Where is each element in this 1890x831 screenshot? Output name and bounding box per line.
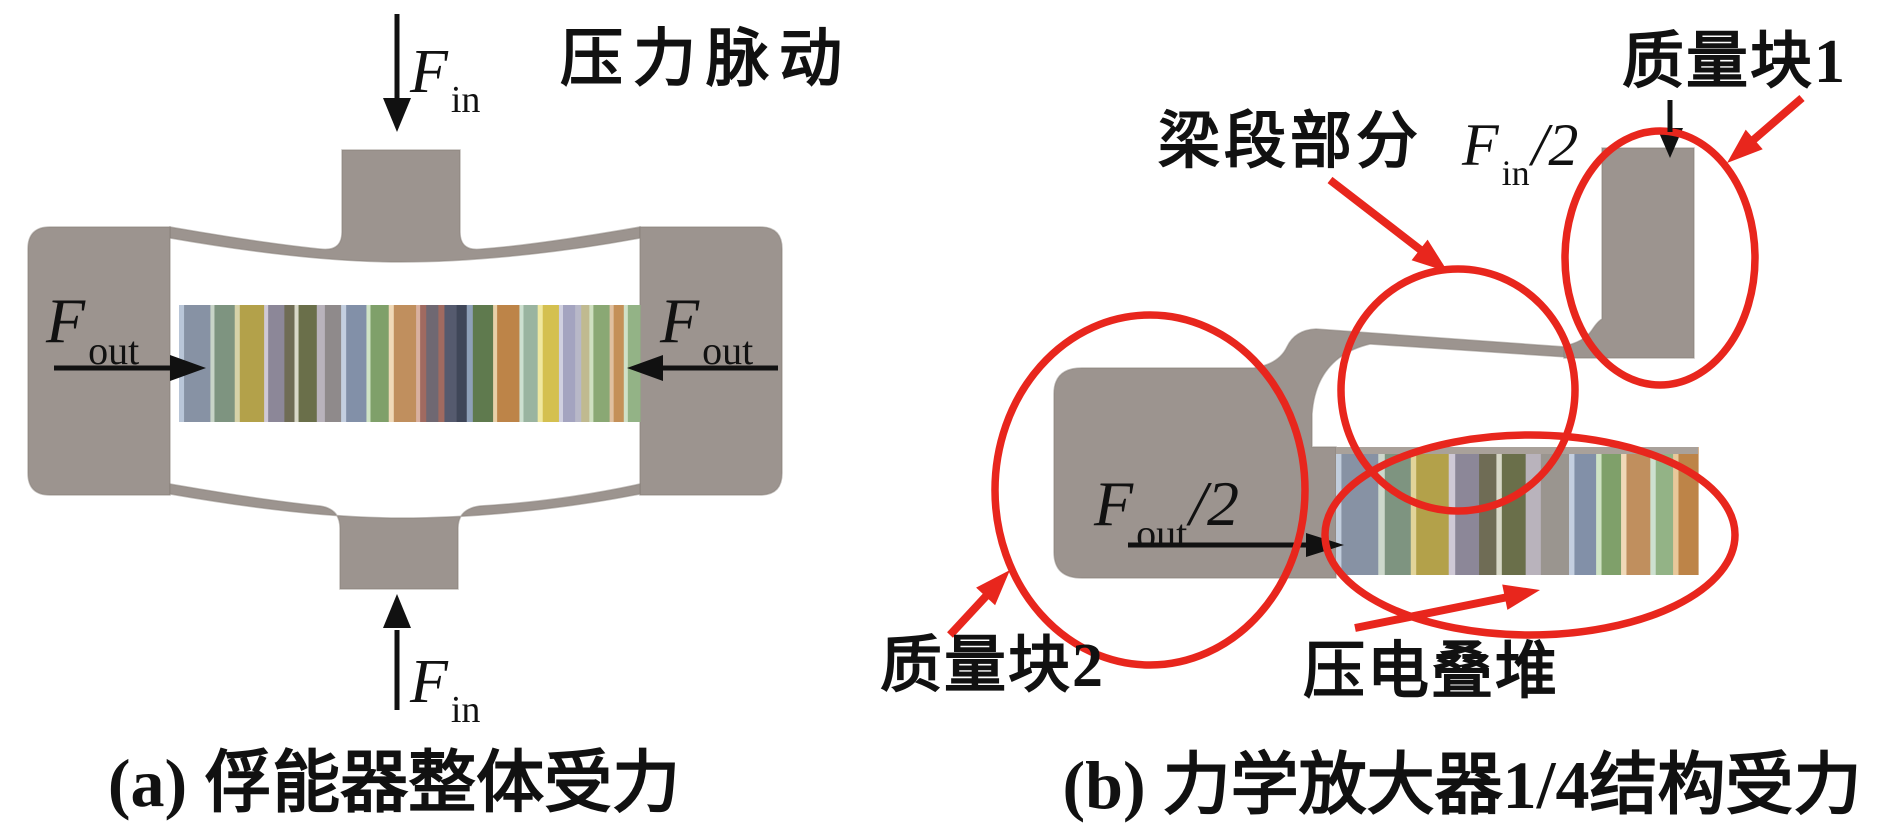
force-out-right-arrowhead	[627, 355, 663, 381]
piezo-stripe	[341, 305, 347, 422]
caption-a: (a) 俘能器整体受力	[108, 745, 680, 821]
force-in-top-label: Fin	[409, 38, 480, 121]
piezo-stripe	[1601, 447, 1622, 575]
piezo-stripe	[1655, 447, 1674, 575]
piezo-stripe	[581, 305, 590, 422]
piezo-stripe	[1673, 447, 1680, 575]
piezo-stripe	[623, 305, 629, 422]
piezo-stripe	[284, 305, 296, 422]
mass1-arrow-shaft	[1748, 94, 1805, 146]
piezo-stripe	[562, 305, 576, 422]
piezo-stripe	[1341, 447, 1379, 575]
piezo-stripe	[1410, 447, 1417, 575]
force-in-top-arrowhead	[383, 98, 411, 132]
flexure-beam-top	[169, 149, 641, 263]
piezo-stripe	[264, 305, 269, 422]
piezo-stripe	[558, 305, 564, 422]
piezo-stripe	[493, 305, 498, 422]
piezo-stripe	[456, 305, 468, 422]
piezo-stripe	[1378, 447, 1386, 575]
mass-block-1-label: 质量块1	[1622, 28, 1847, 96]
piezo-stripe	[316, 305, 326, 422]
output-block-right	[639, 226, 783, 496]
piezo-stripe	[472, 305, 494, 422]
piezo-stripe	[466, 305, 474, 422]
piezo-stripe	[416, 305, 421, 422]
force-in-half-label: Fin/2	[1461, 112, 1578, 193]
piezo-stripe	[613, 305, 625, 422]
piezo-arrowhead	[1502, 584, 1540, 610]
piezo-stripe	[523, 305, 539, 422]
piezo-stack-b-top-cap	[1336, 447, 1698, 454]
piezo-stripe	[537, 305, 544, 422]
piezo-stripe	[370, 305, 390, 422]
piezo-stripe	[1496, 447, 1503, 575]
piezo-stripe	[268, 305, 285, 422]
piezo-stripe	[1479, 447, 1498, 575]
beam-segment-arrow-shaft	[1327, 176, 1425, 255]
mass2-arrowhead	[976, 570, 1010, 606]
ellipse-beam-segment	[1337, 265, 1579, 515]
output-block-left	[27, 226, 171, 496]
piezo-stripe	[346, 305, 368, 422]
piezo-stripe	[1384, 447, 1412, 575]
piezo-stripe	[589, 305, 594, 422]
piezo-stripe	[609, 305, 615, 422]
beam-segment-label: 梁段部分	[1158, 107, 1422, 176]
piezo-stripe	[1569, 447, 1576, 575]
piezo-stripe	[234, 305, 241, 422]
piezo-stripe	[294, 305, 300, 422]
mass2-arrow-shaft	[947, 591, 991, 638]
ellipse-mass-block-2	[991, 311, 1309, 669]
mass-block-2-label: 质量块2	[880, 632, 1105, 700]
piezo-stripe	[444, 305, 458, 422]
piezo-stripe	[324, 305, 342, 422]
piezo-stack-b	[1336, 447, 1699, 575]
mass-block-2-shape	[1053, 328, 1567, 579]
piezo-stripe	[1621, 447, 1628, 575]
caption-b: (b) 力学放大器1/4结构受力	[1062, 747, 1861, 823]
piezo-stripe	[497, 305, 521, 422]
ellipse-piezo-stack	[1321, 431, 1739, 639]
piezo-stripe	[1574, 447, 1597, 575]
piezo-stripe	[239, 305, 265, 422]
piezo-stripe	[366, 305, 372, 422]
piezo-arrow-shaft	[1354, 593, 1509, 632]
ellipse-mass-block-1	[1561, 127, 1759, 389]
pressure-pulse-label: 压力脉动	[560, 24, 852, 94]
piezo-stripe	[1336, 447, 1343, 575]
piezo-stripe	[1650, 447, 1657, 575]
piezo-stripe	[575, 305, 582, 422]
force-in-bottom-label: Fin	[409, 648, 480, 731]
piezo-stack-label: 压电叠堆	[1303, 638, 1559, 706]
piezo-stripe	[519, 305, 525, 422]
piezo-stripe	[393, 305, 417, 422]
piezo-stripe	[298, 305, 318, 422]
force-in-bottom-arrowhead	[383, 594, 411, 628]
mass1-arrowhead	[1727, 129, 1763, 163]
piezo-stack-a	[179, 305, 641, 422]
piezo-stripe	[214, 305, 236, 422]
piezo-stripe	[1501, 447, 1527, 575]
figure-b: Fout/2 Fin/2 梁段部分 质量块1 质量	[880, 28, 1862, 823]
piezo-stripe	[593, 305, 611, 422]
piezo-stripe	[438, 305, 446, 422]
piezo-stripe	[1525, 447, 1542, 575]
piezo-stripe	[426, 305, 439, 422]
piezo-stripe	[388, 305, 395, 422]
piezo-stripe	[1596, 447, 1603, 575]
flexure-beam-bottom	[169, 483, 641, 590]
figure-a: Fin 压力脉动 Fout Fout Fin (a) 俘能器整体受力	[27, 14, 852, 821]
piezo-stripe	[627, 305, 641, 422]
beam-segment-arrowhead	[1411, 239, 1448, 272]
piezo-stripe	[542, 305, 560, 422]
piezo-stripe	[1626, 447, 1651, 575]
force-out-half-label: Fout/2	[1093, 468, 1239, 556]
piezo-stripe	[210, 305, 216, 422]
force-out-left-arrowhead	[170, 355, 206, 381]
piezo-stripe	[420, 305, 427, 422]
